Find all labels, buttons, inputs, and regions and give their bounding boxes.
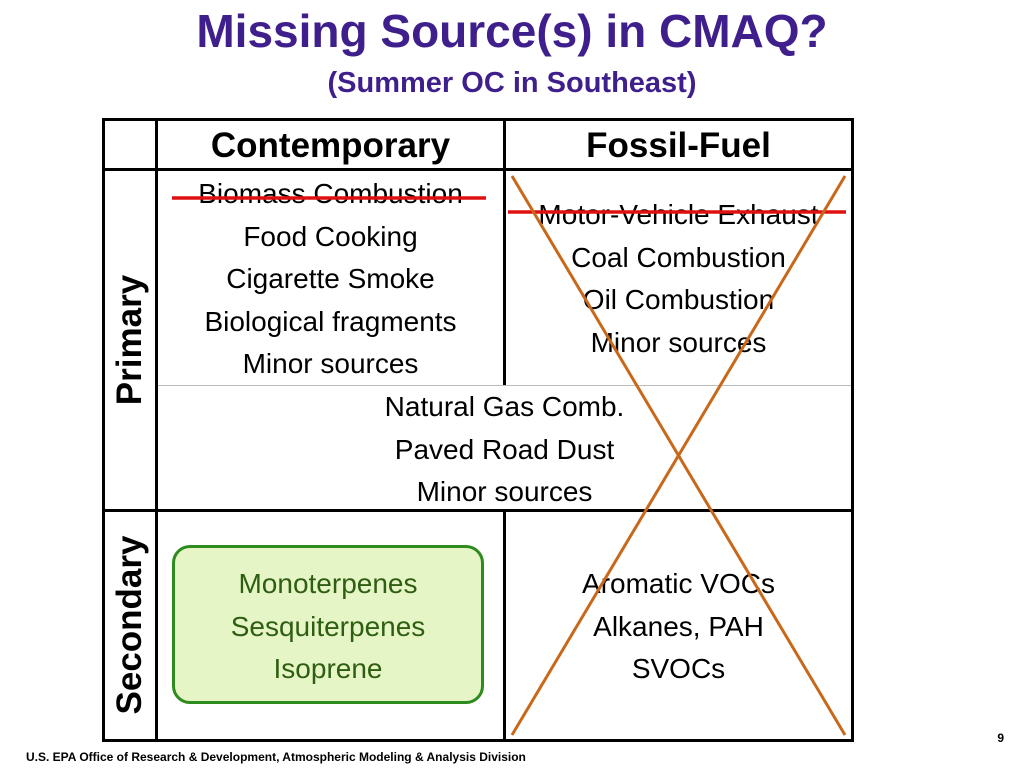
highlight-box-biogenic [172, 545, 484, 704]
table-divider-column-bottom [503, 509, 506, 742]
list-item: Cigarette Smoke [226, 263, 435, 294]
list-item: Monoterpenes [238, 568, 418, 599]
list-item: Isoprene [273, 653, 383, 684]
cell-primary-contemporary: Biomass Combustion Food Cooking Cigarett… [158, 173, 503, 386]
struck-source-biomass-combustion: Biomass Combustion [198, 178, 463, 209]
list-item: Coal Combustion [571, 241, 786, 273]
cell-secondary-contemporary: Monoterpenes Sesquiterpenes Isoprene [172, 563, 484, 691]
table-divider-header-row [102, 168, 854, 171]
list-item: Natural Gas Comb. [384, 391, 625, 422]
table-divider-label-column [155, 118, 158, 742]
page-number: 9 [997, 731, 1004, 745]
struck-source-motor-vehicle-exhaust: Motor-Vehicle Exhaust [538, 199, 819, 230]
list-item: Sesquiterpenes [230, 610, 426, 642]
slide-title: Missing Source(s) in CMAQ? [196, 5, 828, 57]
table-border-right [851, 118, 854, 742]
list-item: Oil Combustion [582, 284, 775, 315]
column-header-contemporary: Contemporary [210, 126, 451, 165]
cross-line-up [510, 175, 847, 736]
cell-primary-shared: Natural Gas Comb. Paved Road Dust Minor … [158, 386, 851, 514]
table-border-left [102, 118, 105, 742]
list-item: Alkanes, PAH [593, 610, 764, 642]
table-border-bottom [102, 739, 854, 742]
table-divider-shared-row [158, 385, 851, 386]
list-item: Food Cooking [243, 220, 418, 252]
table-divider-primary-secondary [102, 509, 854, 512]
slide-subtitle: (Summer OC in Southeast) [327, 67, 697, 99]
table-border-top [102, 118, 854, 121]
cell-secondary-fossil-fuel: Aromatic VOCs Alkanes, PAH SVOCs [506, 563, 851, 691]
list-item: Minor sources [416, 476, 593, 507]
list-item: Biological fragments [204, 305, 457, 337]
list-item: Minor sources [242, 348, 419, 379]
list-item: Aromatic VOCs [582, 568, 775, 599]
list-item: Paved Road Dust [394, 433, 615, 465]
list-item: SVOCs [631, 653, 726, 684]
list-item: Minor sources [590, 326, 767, 358]
footer-text: U.S. EPA Office of Research & Developmen… [26, 750, 526, 764]
table-divider-column-top [503, 118, 506, 386]
column-header-fossil-fuel: Fossil-Fuel [586, 126, 771, 165]
cell-primary-fossil-fuel: Motor-Vehicle Exhaust Coal Combustion Oi… [506, 194, 851, 364]
